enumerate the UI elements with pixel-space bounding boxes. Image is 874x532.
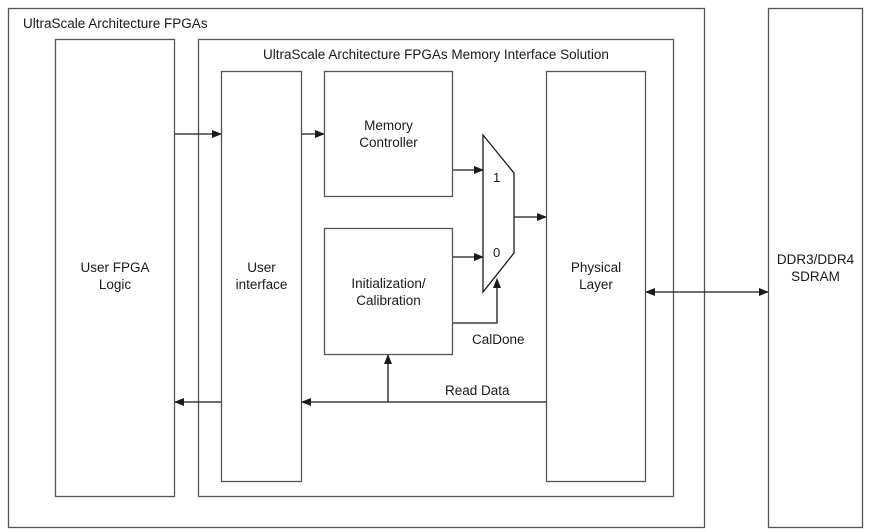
physical-layer-label: Physical Layer xyxy=(546,259,646,293)
user-interface-label: User interface xyxy=(221,259,302,293)
caldone-label: CalDone xyxy=(472,332,525,347)
user-logic-label: User FPGA Logic xyxy=(55,259,175,293)
memory-controller-label: Memory Controller xyxy=(324,117,453,151)
memory-interface-solution-container xyxy=(197,38,675,498)
physical-layer-line1: Physical xyxy=(570,260,622,275)
user-logic-line1: User FPGA xyxy=(80,260,150,275)
physical-layer-block xyxy=(545,70,647,483)
mux-input-1-label: 1 xyxy=(493,170,501,185)
sdram-block xyxy=(767,7,864,529)
sdram-line1: DDR3/DDR4 xyxy=(776,252,855,267)
outer-fpga-container xyxy=(7,7,706,529)
user-interface-line1: User xyxy=(247,260,276,275)
init-cal-label: Initialization/ Calibration xyxy=(324,275,453,309)
outer-container-label: UltraScale Architecture FPGAs xyxy=(23,16,208,31)
solution-container-label: UltraScale Architecture FPGAs Memory Int… xyxy=(263,47,609,62)
user-logic-line2: Logic xyxy=(98,277,132,292)
memory-controller-line2: Controller xyxy=(359,135,418,150)
memory-controller-line1: Memory xyxy=(364,118,413,133)
user-interface-line2: interface xyxy=(235,277,288,292)
mux-input-0-label: 0 xyxy=(493,245,501,260)
physical-layer-line2: Layer xyxy=(579,277,613,292)
user-interface-block xyxy=(220,70,303,483)
read-data-label: Read Data xyxy=(445,383,510,398)
init-cal-line1: Initialization/ xyxy=(351,276,426,291)
mux-shape xyxy=(482,133,515,294)
arrow-caldone-select xyxy=(453,278,501,324)
user-fpga-logic-block xyxy=(54,38,176,498)
sdram-line2: SDRAM xyxy=(791,269,840,284)
init-cal-line2: Calibration xyxy=(356,293,421,308)
sdram-label: DDR3/DDR4 SDRAM xyxy=(768,251,863,285)
